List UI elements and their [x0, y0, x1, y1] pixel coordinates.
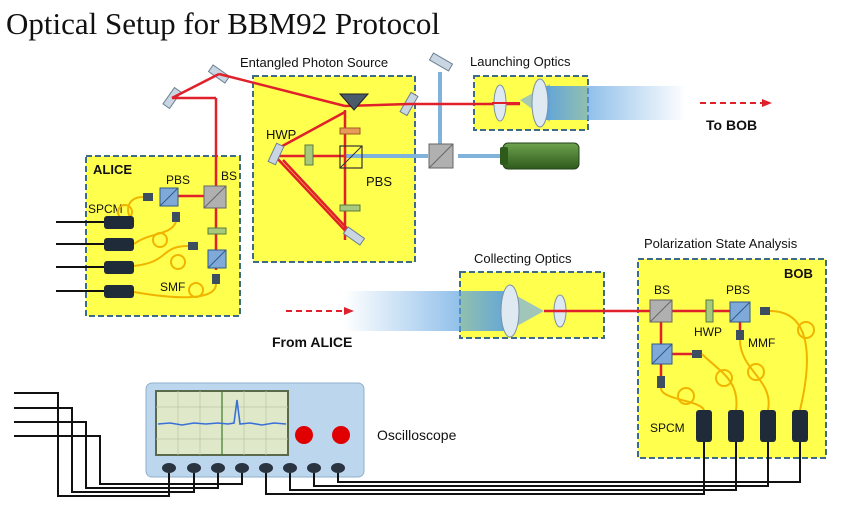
spcm-detector [104, 216, 134, 229]
scope-input-port [162, 463, 176, 473]
fiber-coupler-icon [657, 376, 665, 388]
pbs-cube [339, 145, 363, 169]
fiber-coupler-icon [143, 193, 153, 201]
launch-beam-expanded [546, 86, 686, 120]
source-pbs-label: PBS [366, 174, 392, 189]
spcm-detector [104, 285, 134, 298]
source-hwp-label: HWP [266, 127, 296, 142]
polarization-analysis-label: Polarization State Analysis [644, 236, 798, 251]
prism-icon [338, 93, 370, 111]
signal-cables [14, 392, 801, 497]
lens-icon [500, 284, 520, 338]
bob-spcm-label: SPCM [650, 421, 685, 435]
scope-knob-button[interactable] [295, 426, 313, 444]
crystal-plate [339, 127, 361, 135]
page-title: Optical Setup for BBM92 Protocol [6, 6, 440, 41]
bob-hwp-label: HWP [694, 325, 722, 339]
alice-detectors [104, 216, 134, 298]
mirror-icon [267, 142, 285, 166]
to-bob-label: To BOB [706, 117, 757, 133]
oscilloscope-label: Oscilloscope [377, 427, 457, 443]
scope-input-ports [187, 463, 345, 473]
oscilloscope [145, 382, 365, 478]
alice-label: ALICE [93, 162, 132, 177]
lens-icon [531, 78, 549, 128]
mirror-icon [342, 226, 366, 246]
from-alice-arrow [286, 307, 354, 315]
alice-hwp-plate [207, 227, 227, 235]
spcm-detector [104, 261, 134, 274]
entangled-source-label: Entangled Photon Source [240, 55, 388, 70]
mirror-icon [428, 52, 454, 72]
spcm-detector [696, 410, 712, 442]
fiber-coupler-icon [172, 212, 180, 222]
alice-fibers [117, 196, 217, 299]
spcm-detector [760, 410, 776, 442]
bob-bs-label: BS [654, 283, 670, 297]
hwp-plate [304, 144, 314, 166]
scope-knob-button[interactable] [332, 426, 350, 444]
alice-bs-label: BS [221, 169, 237, 183]
alice-smf-label: SMF [160, 280, 185, 294]
photon-paths [171, 72, 520, 241]
incoming-beam [344, 291, 510, 331]
launching-optics-label: Launching Optics [470, 54, 571, 69]
bob-hwp-plate [705, 299, 714, 323]
pump-laser [500, 142, 580, 170]
entangled-source-panel: Entangled Photon Source [240, 55, 416, 263]
bob-label: BOB [784, 266, 813, 281]
spcm-detector [792, 410, 808, 442]
alice-pbs-label: PBS [166, 173, 190, 187]
waveform [157, 399, 287, 426]
collecting-optics-label: Collecting Optics [474, 251, 572, 266]
to-bob-arrow [700, 99, 772, 107]
fiber-coupler-icon [188, 242, 198, 250]
fiber-coupler-icon [736, 330, 744, 340]
crystal-plate [339, 204, 361, 212]
from-alice-label: From ALICE [272, 334, 352, 350]
spcm-detector [728, 410, 744, 442]
fiber-coupler-icon [692, 350, 702, 358]
bob-mmf-label: MMF [748, 336, 775, 350]
fiber-coupler-icon [212, 274, 220, 284]
spcm-detector [104, 238, 134, 251]
bob-fibers [660, 310, 815, 411]
fiber-coupler-icon [760, 307, 770, 315]
alice-spcm-label: SPCM [88, 202, 123, 216]
alice-cables [56, 221, 104, 292]
bob-detectors [696, 410, 808, 442]
bob-pbs-label: PBS [726, 283, 750, 297]
